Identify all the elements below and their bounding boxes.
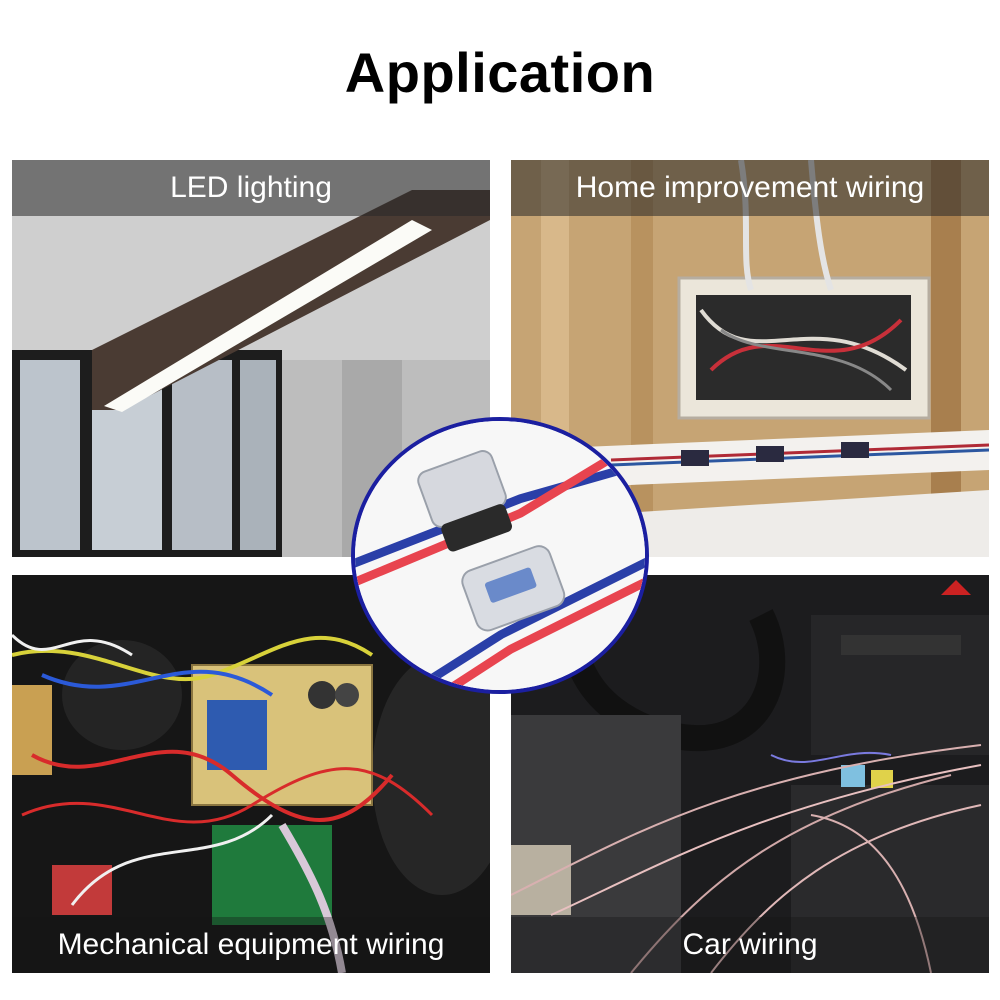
page-title: Application — [344, 41, 656, 104]
panel-label-led: LED lighting — [12, 160, 490, 216]
connector-closeup-photo — [355, 421, 645, 690]
panel-label-car: Car wiring — [511, 917, 989, 973]
connector-closeup-circle — [351, 417, 649, 694]
panel-label-home: Home improvement wiring — [511, 160, 989, 216]
mechanical-wiring-photo — [12, 575, 490, 973]
panel-label-mechanical: Mechanical equipment wiring — [12, 917, 490, 973]
panel-mechanical-wiring: Mechanical equipment wiring — [12, 575, 490, 973]
